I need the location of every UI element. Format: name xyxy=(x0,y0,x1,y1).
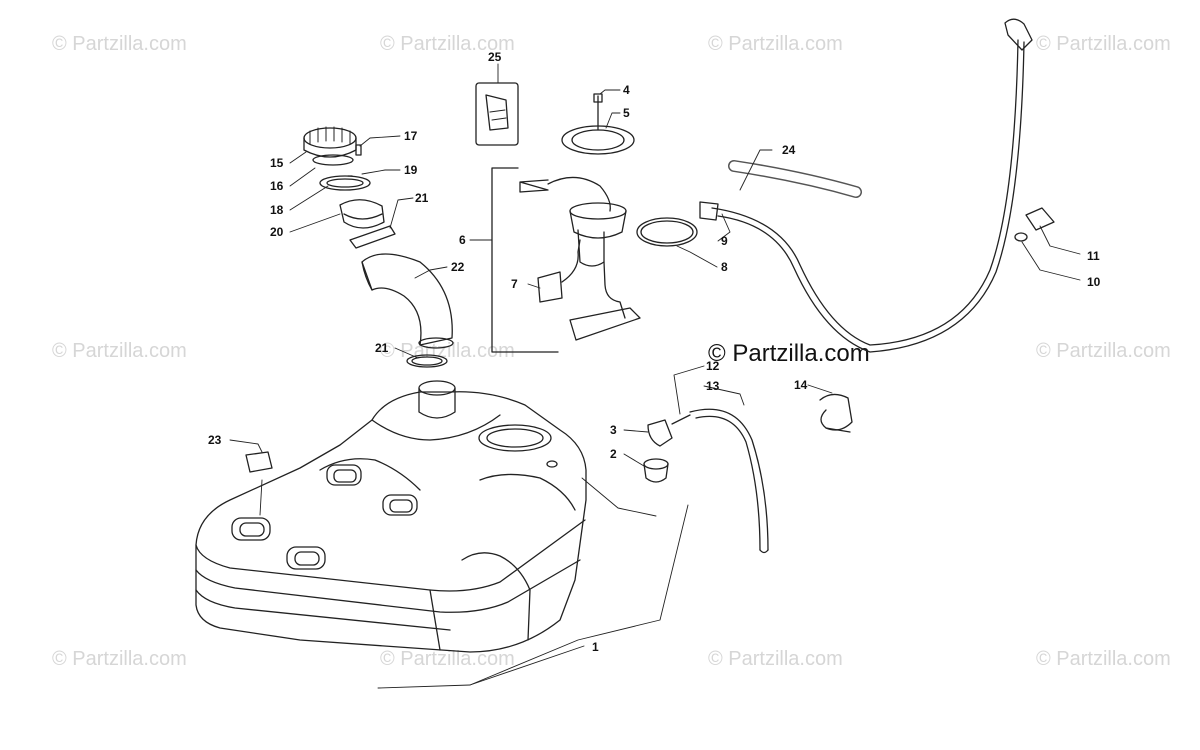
watermark: © Partzilla.com xyxy=(1036,33,1171,55)
callout-22: 22 xyxy=(451,260,465,274)
callout-6: 6 xyxy=(459,233,466,247)
callout-19: 19 xyxy=(404,163,418,177)
callout-4: 4 xyxy=(623,83,630,97)
watermark: © Partzilla.com xyxy=(52,340,187,362)
callout-17: 17 xyxy=(404,129,418,143)
callout-labels: 1 2 3 4 5 6 7 8 9 10 11 12 13 14 15 16 1… xyxy=(208,50,1101,654)
callout-11: 11 xyxy=(1087,249,1100,263)
grommet-part xyxy=(245,451,273,473)
callout-14: 14 xyxy=(794,378,808,392)
callout-8: 8 xyxy=(721,260,728,274)
watermark: © Partzilla.com xyxy=(708,33,843,55)
strap-clip xyxy=(819,393,853,433)
watermark: © Partzilla.com xyxy=(52,33,187,55)
watermark-main: © Partzilla.com xyxy=(708,340,870,367)
callout-3: 3 xyxy=(610,423,617,437)
callout-16: 16 xyxy=(270,179,284,193)
callout-13: 13 xyxy=(706,379,720,393)
filler-assembly xyxy=(303,126,454,368)
watermark: © Partzilla.com xyxy=(52,648,187,670)
fuel-line xyxy=(699,18,1055,353)
fuel-pump-module xyxy=(469,93,698,353)
callout-9: 9 xyxy=(721,234,728,248)
callout-7: 7 xyxy=(511,277,518,291)
callout-23: 23 xyxy=(208,433,222,447)
callout-20: 20 xyxy=(270,225,284,239)
sensor-component xyxy=(475,82,519,146)
callout-21-lower: 21 xyxy=(375,341,389,355)
callout-5: 5 xyxy=(623,106,630,120)
watermark: © Partzilla.com xyxy=(708,648,843,670)
watermark: © Partzilla.com xyxy=(380,33,515,55)
vent-assembly xyxy=(643,408,769,554)
watermark: © Partzilla.com xyxy=(1036,340,1171,362)
fuel-tank xyxy=(195,380,587,653)
watermark: © Partzilla.com xyxy=(380,648,515,670)
callout-18: 18 xyxy=(270,203,284,217)
leader-lines xyxy=(229,63,1081,689)
callout-10: 10 xyxy=(1087,275,1101,289)
callout-24: 24 xyxy=(782,143,796,157)
callout-25: 25 xyxy=(488,50,502,64)
callout-12: 12 xyxy=(706,359,720,373)
callout-15: 15 xyxy=(270,156,284,170)
callout-1: 1 xyxy=(592,640,599,654)
callout-21-upper: 21 xyxy=(415,191,429,205)
callout-2: 2 xyxy=(610,447,617,461)
watermark: © Partzilla.com xyxy=(1036,648,1171,670)
